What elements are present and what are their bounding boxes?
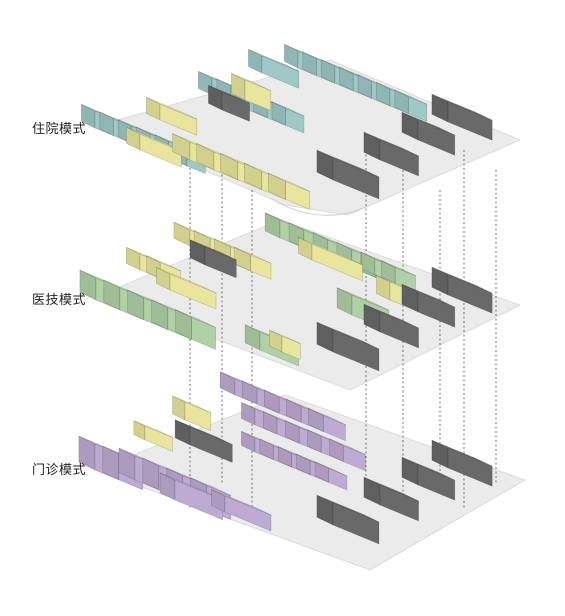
yellow-block xyxy=(126,127,182,168)
core-block xyxy=(316,321,380,372)
core-block xyxy=(431,439,493,487)
ward-block xyxy=(394,89,428,122)
slab-inpatient xyxy=(99,59,521,216)
core-block xyxy=(431,266,493,314)
clinic-block xyxy=(159,472,224,521)
core-block xyxy=(431,93,493,141)
yellow-block xyxy=(267,172,310,210)
core-block xyxy=(174,419,233,463)
medtech-block xyxy=(175,309,216,350)
slab-curve-edge xyxy=(269,197,369,216)
yellow-block xyxy=(172,395,212,431)
yellow-block xyxy=(133,420,173,452)
layer-label-inpatient: 住院模式 xyxy=(32,122,87,137)
core-block xyxy=(316,149,380,200)
core-block xyxy=(363,476,419,522)
yellow-block xyxy=(156,267,217,310)
core-block xyxy=(401,111,456,156)
medtech-block xyxy=(381,260,416,293)
core-block xyxy=(316,494,380,545)
building-blocks xyxy=(78,44,493,545)
layer-label-medtech: 医技模式 xyxy=(32,293,87,308)
clinic-block xyxy=(314,461,348,491)
core-block xyxy=(208,85,250,122)
clinic-block xyxy=(329,438,366,471)
core-block xyxy=(363,131,419,177)
clinic-block xyxy=(211,489,272,532)
core-block xyxy=(363,303,419,349)
yellow-block xyxy=(146,97,198,136)
ward-block xyxy=(271,101,305,134)
yellow-block xyxy=(298,237,363,282)
clinic-block xyxy=(308,407,346,441)
core-block xyxy=(189,239,237,279)
yellow-block xyxy=(234,247,272,280)
yellow-block xyxy=(269,329,301,360)
core-block xyxy=(401,283,456,328)
ward-block xyxy=(248,49,300,89)
core-block xyxy=(401,456,456,501)
layer-label-outpatient: 门诊模式 xyxy=(32,463,87,478)
yellow-block xyxy=(231,73,272,111)
